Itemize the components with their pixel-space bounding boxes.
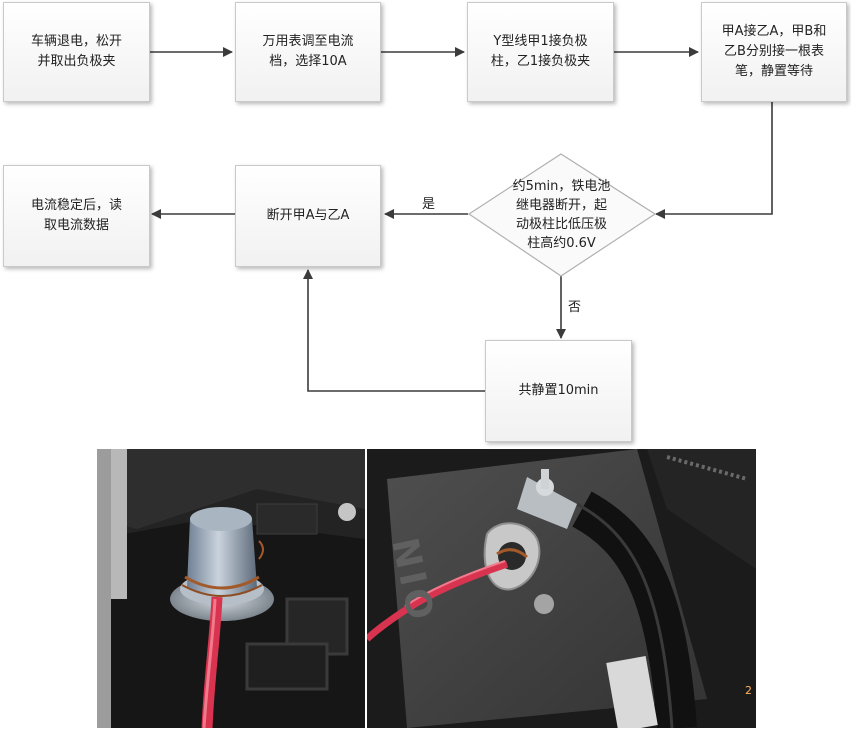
- step-multimeter-current-label: 万用表调至电流 档，选择10A: [262, 34, 354, 69]
- step-release-negative-clamp: 车辆退电，松开 并取出负极夹: [3, 2, 150, 102]
- decision-label: 约5min，铁电池 继电器断开，起 动极柱比低压极 柱高约0.6V: [512, 179, 611, 251]
- arrow-step4-to-decision: [655, 102, 773, 219]
- clamp-photo-illustration: 2 NIO: [367, 449, 756, 728]
- photo-negative-clamp: 2 NIO: [367, 449, 756, 728]
- step-wait-10min: 共静置10min: [485, 340, 632, 442]
- yes-label: 是: [422, 197, 436, 212]
- arrow-wait-to-disconnect: [303, 269, 485, 392]
- step-wait-10min-label: 共静置10min: [518, 383, 599, 398]
- decision-text: 约5min，铁电池 继电器断开，起 动极柱比低压极 柱高约0.6V: [489, 170, 634, 260]
- step-y-cable-connect: Y型线甲1接负极 柱，乙1接负极夹: [467, 2, 614, 102]
- step-disconnect-label: 断开甲A与乙A: [266, 208, 350, 223]
- photo-negative-terminal: [97, 449, 365, 728]
- no-label: 否: [568, 300, 582, 315]
- step-disconnect: 断开甲A与乙A: [235, 165, 381, 267]
- step-multimeter-current: 万用表调至电流 档，选择10A: [235, 2, 381, 102]
- step-read-current: 电流稳定后，读 取电流数据: [3, 165, 150, 267]
- step-read-current-label: 电流稳定后，读 取电流数据: [30, 198, 122, 233]
- step-connect-probes: 甲A接乙A，甲B和 乙B分别接一根表 笔，静置等待: [701, 2, 847, 102]
- step-connect-probes-label: 甲A接乙A，甲B和 乙B分别接一根表 笔，静置等待: [721, 24, 827, 79]
- right-photo-label: 2: [745, 684, 752, 697]
- flow-connectors: [150, 47, 773, 392]
- terminal-photo-illustration: [97, 449, 365, 728]
- step-release-negative-clamp-label: 车辆退电，松开 并取出负极夹: [30, 34, 122, 69]
- decision-diamond: [467, 153, 657, 277]
- step-y-cable-connect-label: Y型线甲1接负极 柱，乙1接负极夹: [490, 34, 591, 69]
